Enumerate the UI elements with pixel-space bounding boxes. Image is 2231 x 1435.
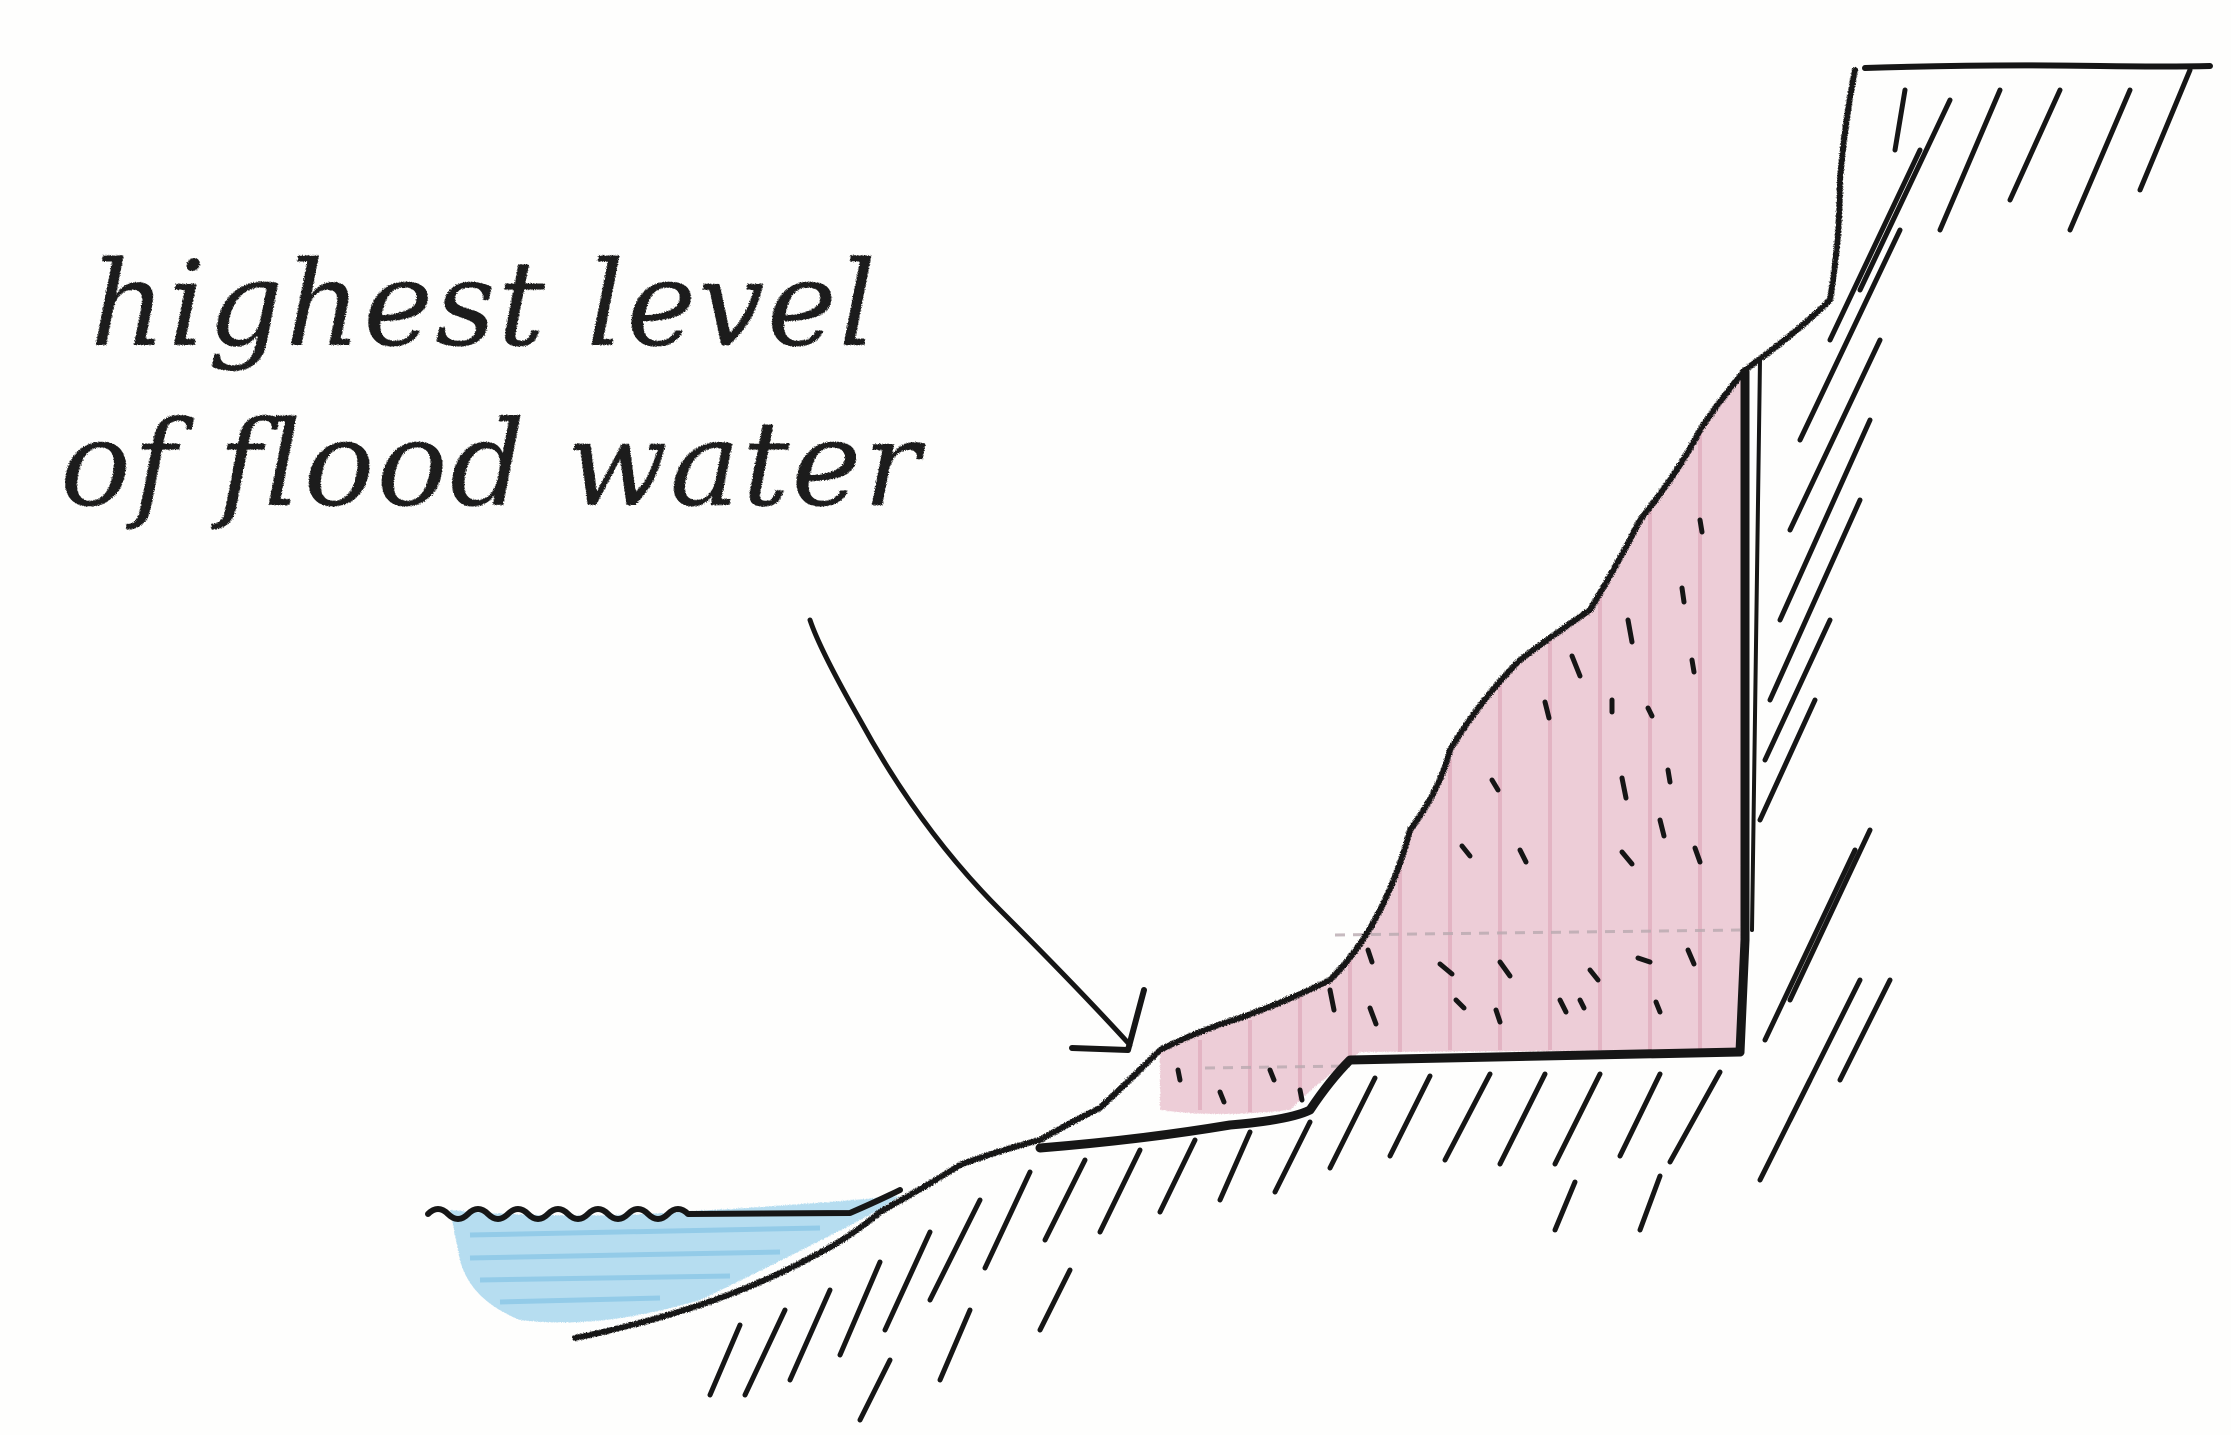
annotation-line-1: highest level: [90, 235, 878, 373]
arrow-icon: [810, 620, 1144, 1050]
upper-riser-thin-line: [1752, 360, 1760, 930]
arrow-shaft: [810, 620, 1130, 1045]
plateau-top-line: [1865, 65, 2210, 68]
upper-riser-line: [1740, 372, 1745, 1052]
annotation-line-2: of flood water: [60, 395, 926, 533]
